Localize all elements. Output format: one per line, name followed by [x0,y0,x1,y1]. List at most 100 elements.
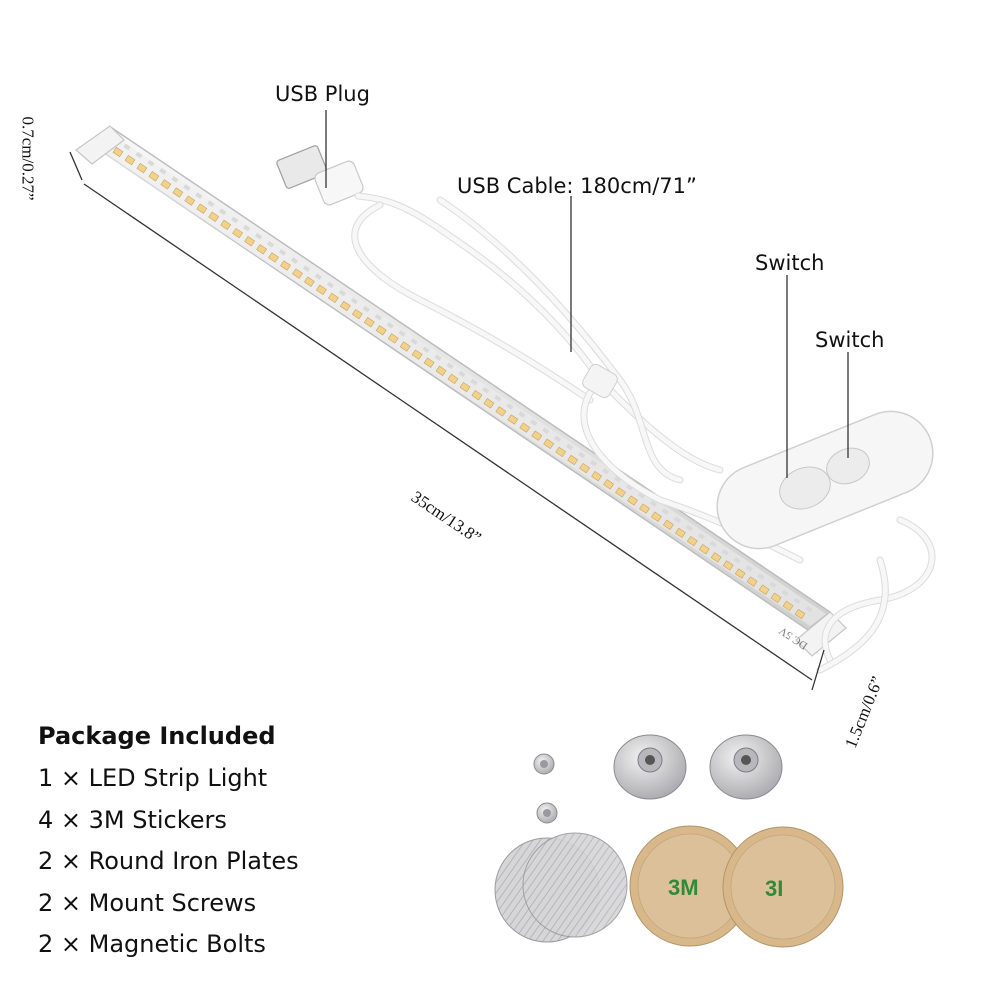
led-resistor [207,200,215,208]
led-resistor [219,208,227,216]
mount-screw-1 [533,753,555,775]
led-chip [208,211,220,222]
led-resistor [625,484,634,491]
led-chip [507,414,519,425]
led-chip [662,519,674,530]
led-resistor [661,508,670,516]
led-resistor [793,597,801,605]
led-resistor [530,419,538,426]
led-resistor [398,330,406,337]
cable-tie [582,363,618,399]
led-chip [698,544,710,555]
switch-label-2: Switch [815,328,885,352]
led-chip [519,422,531,433]
led-chip [495,406,507,417]
led-chip [232,227,244,239]
led-chip [794,608,806,620]
package-item: 4 × 3M Stickers [38,805,227,834]
magnetic-bolt-1 [613,734,687,800]
led-resistor [470,378,478,386]
led-chip [268,252,279,263]
package-title: Package Included [38,722,276,750]
led-chip [483,398,495,409]
led-resistor [338,289,347,297]
led-resistor [350,297,358,305]
led-strip-light [75,125,847,657]
led-chip [196,203,208,214]
led-resistor [769,581,777,589]
led-resistor [183,184,191,191]
led-chip [327,292,339,304]
package-item: 2 × Mount Screws [38,888,257,917]
led-resistor [613,475,622,483]
led-resistor [314,273,323,281]
led-chip [375,325,387,336]
led-chip [136,163,148,174]
led-chip [435,365,447,376]
led-resistor [578,451,586,459]
led-chip [686,535,698,547]
led-resistor [542,427,550,435]
led-chip [567,454,579,466]
package-item: 2 × Round Iron Plates [38,847,299,875]
led-resistor [685,524,694,532]
package-list: Package Included 1 × LED Strip Light 4 ×… [38,722,299,972]
led-chip [220,219,232,231]
magnetic-bolt-2 [709,734,783,800]
package-item: 2 × Magnetic Bolts [38,930,266,958]
led-resistor [302,265,311,272]
led-resistor [673,516,682,524]
led-chip [280,260,291,271]
led-chip [555,446,567,458]
led-resistor [195,192,203,199]
led-resistor [554,435,562,443]
inline-switch [716,410,934,550]
led-resistor [422,346,430,353]
width-dim-line [811,649,825,691]
sticker-brand-text-2: 3I [765,876,784,901]
led-resistor [147,159,155,167]
led-chip [459,381,471,393]
end-cap-left [75,125,125,165]
led-resistor [601,467,610,475]
led-resistor [410,338,418,345]
led-chip [124,154,136,166]
led-resistor [733,557,741,564]
led-chip [256,244,268,255]
led-chips [112,143,813,620]
led-chip [399,341,411,352]
led-chip [112,146,124,158]
led-chip [160,179,172,190]
led-chip [734,568,746,579]
led-resistor [171,176,179,183]
mount-screw-2 [536,802,558,824]
led-chip [351,308,363,320]
led-resistor [745,565,753,572]
led-chip [615,487,626,498]
usb-cable-label: USB Cable: 180cm/71” [457,174,697,198]
led-chip [303,276,315,287]
switch-label-1: Switch [755,251,825,275]
height-dimension: 0.7cm/0.27” [18,116,38,201]
led-resistor [494,394,502,402]
led-resistor [159,167,167,175]
led-resistor [254,232,263,240]
led-resistor [589,459,598,467]
led-resistor [386,321,394,329]
led-resistor [757,573,765,580]
led-chip [758,584,770,595]
led-chip [411,349,423,360]
led-resistor [506,403,514,410]
led-chip [639,503,650,514]
led-chip [531,430,543,441]
package-item: 1 × LED Strip Light [38,764,268,792]
led-chip [447,373,459,385]
led-resistor [123,143,131,151]
led-resistor [697,532,705,540]
usb-plug [276,145,364,206]
led-chip [710,552,722,563]
led-chip [543,438,555,449]
led-resistor [721,548,729,556]
led-chip [591,471,603,482]
